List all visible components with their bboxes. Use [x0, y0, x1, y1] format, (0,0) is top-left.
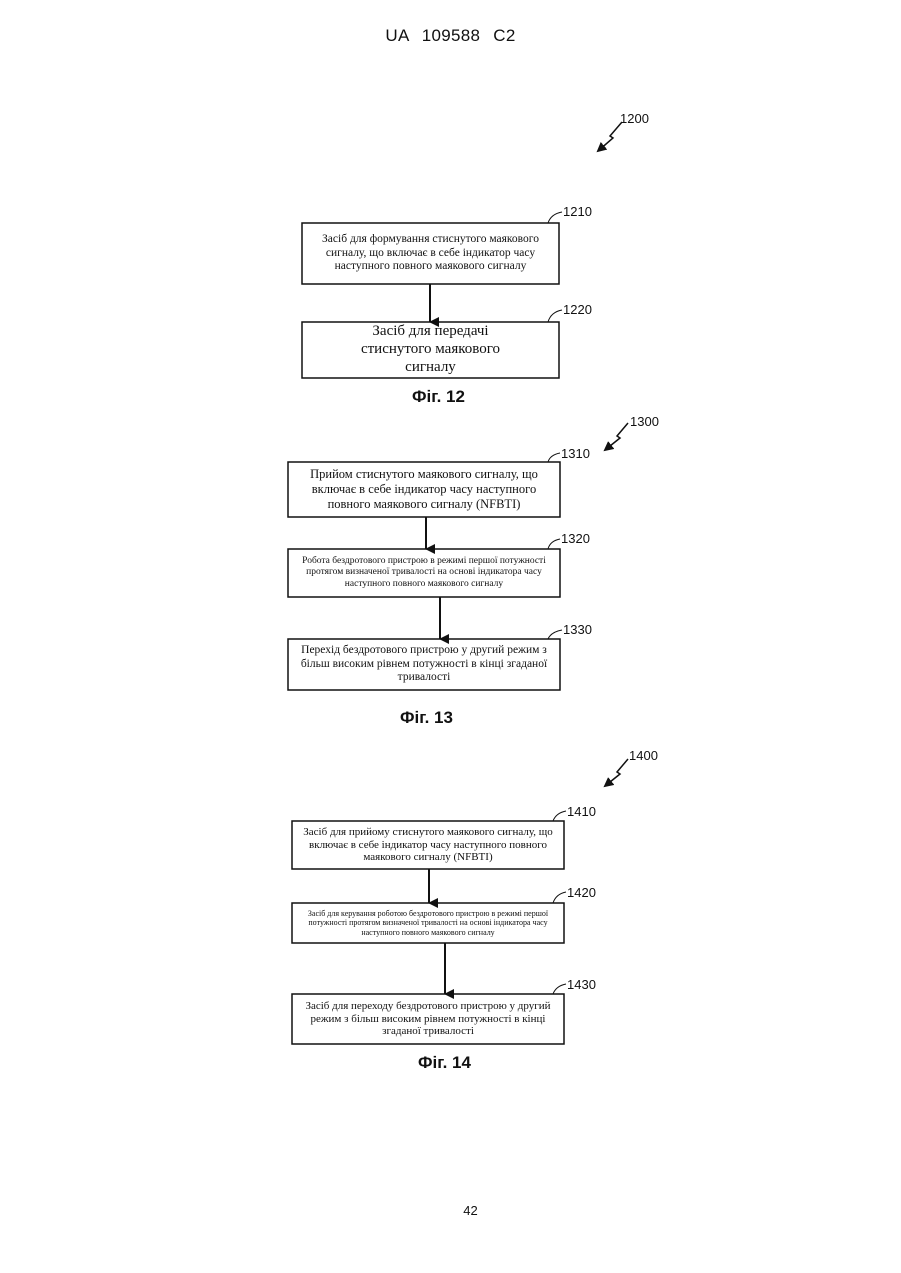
figure-ref-1300: 1300 [630, 414, 659, 429]
leader-1220 [548, 310, 562, 322]
box-ref-1420: 1420 [567, 885, 596, 900]
box-1330-text: Перехід бездротового пристрою у другий р… [288, 639, 560, 690]
zigzag-arrow-1300 [605, 423, 628, 450]
figure-12-caption: Фіг. 12 [412, 387, 465, 407]
leader-1330 [548, 630, 562, 639]
figure-13-caption: Фіг. 13 [400, 708, 453, 728]
figure-ref-1400: 1400 [629, 748, 658, 763]
box-ref-1220: 1220 [563, 302, 592, 317]
leader-1410 [553, 811, 566, 821]
leader-1420 [553, 892, 566, 903]
box-ref-1210: 1210 [563, 204, 592, 219]
box-ref-1320: 1320 [561, 531, 590, 546]
box-1430-text: Засіб для переходу бездротового пристрою… [292, 994, 564, 1044]
box-ref-1310: 1310 [561, 446, 590, 461]
box-1420-text: Засіб для керування роботою бездротового… [292, 903, 564, 943]
zigzag-arrow-1200 [598, 122, 622, 151]
leader-1310 [548, 453, 560, 462]
figure-ref-1200: 1200 [620, 111, 649, 126]
figure-14-caption: Фіг. 14 [418, 1053, 471, 1073]
box-1320-text: Робота бездротового пристрою в режимі пе… [288, 549, 560, 597]
page-number: 42 [0, 1203, 901, 1218]
box-1210-text: Засіб для формування стиснутого маяковог… [302, 223, 559, 284]
box-1410-text: Засіб для прийому стиснутого маякового с… [292, 821, 564, 869]
leader-1320 [548, 539, 560, 549]
zigzag-arrow-1400 [605, 759, 628, 786]
box-ref-1430: 1430 [567, 977, 596, 992]
box-1220-text: Засіб для передачі стиснутого маякового … [302, 322, 559, 378]
box-ref-1410: 1410 [567, 804, 596, 819]
leader-1430 [553, 984, 566, 994]
leader-1210 [548, 212, 562, 223]
box-ref-1330: 1330 [563, 622, 592, 637]
box-1310-text: Прийом стиснутого маякового сигналу, що … [288, 462, 560, 517]
